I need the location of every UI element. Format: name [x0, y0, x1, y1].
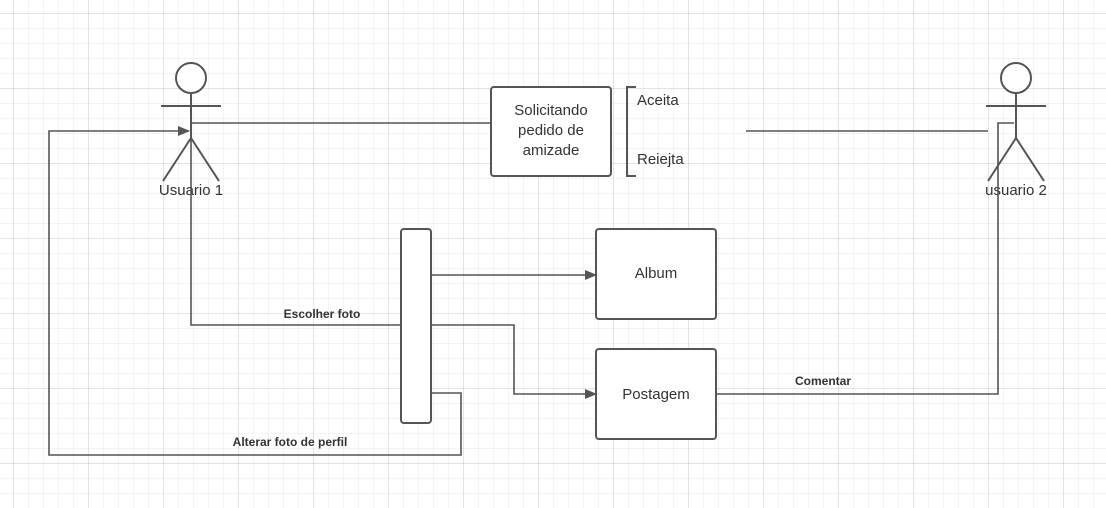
fork-bar[interactable]: [400, 228, 432, 424]
friend-request-line-1: Solicitando: [514, 102, 587, 119]
connector-change-profile-photo[interactable]: [48, 126, 462, 456]
request-outcome-bracket[interactable]: Aceita Reiejta: [626, 86, 684, 177]
edge-label-comment: Comentar: [795, 374, 851, 388]
actor-user-1[interactable]: Usuario 1: [159, 62, 223, 199]
actor-right-leg: [190, 137, 220, 182]
album-label: Album: [635, 265, 678, 282]
outcome-reject: Reiejta: [637, 151, 684, 168]
friend-request-line-2: pedido de: [518, 122, 584, 139]
friend-request-box: [490, 86, 612, 177]
album-node[interactable]: Album: [595, 228, 717, 320]
post-label: Postagem: [622, 386, 690, 403]
bracket-shape: [626, 86, 636, 177]
post-node[interactable]: Postagem: [595, 348, 717, 440]
actor-user-2[interactable]: usuario 2: [985, 62, 1047, 199]
outcome-accept: Aceita: [637, 92, 679, 109]
edge-label-change-profile-photo: Alterar foto de perfil: [233, 435, 348, 449]
friend-request-node[interactable]: Solicitando pedido de amizade: [490, 86, 612, 177]
connector-comment[interactable]: [716, 122, 1014, 395]
album-box: [595, 228, 717, 320]
actor-head: [1000, 62, 1032, 94]
actor-right-leg: [1015, 137, 1045, 182]
connector-choose-photo[interactable]: [190, 123, 401, 326]
edge-label-choose-photo: Escolher foto: [284, 307, 361, 321]
friend-request-line-3: amizade: [523, 142, 580, 159]
actor-label-user-2: usuario 2: [985, 182, 1047, 199]
actor-left-leg: [162, 137, 192, 182]
connector-to-post[interactable]: [431, 324, 597, 399]
actor-left-leg: [987, 137, 1017, 182]
post-box: [595, 348, 717, 440]
actor-head: [175, 62, 207, 94]
